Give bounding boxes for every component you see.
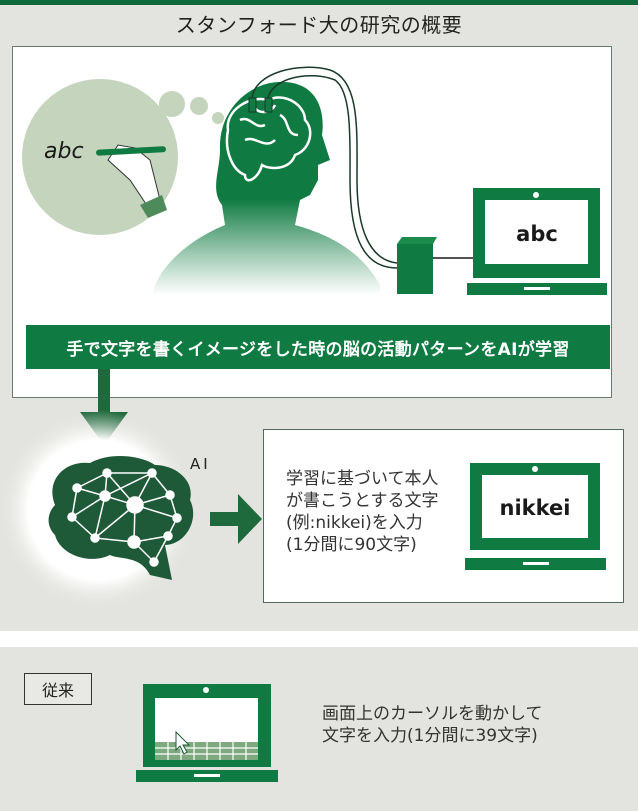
conventional-description: 画面上のカーソルを動かして 文字を入力(1分間に39文字) [322,704,543,746]
learning-banner: 手で文字を書くイメージをした時の脳の活動パターンをAIが学習 [26,325,610,369]
top-accent-bar [0,0,638,5]
ai-neural-brain-icon [48,456,194,580]
signal-processor-box-icon [397,237,474,294]
head-silhouette-icon [152,81,380,295]
ai-output-description: 学習に基づいて本人 が書こうとする文字 (例:nikkei)を入力 (1分間に9… [286,469,439,555]
page-title: スタンフォード大の研究の概要 [175,13,463,37]
thought-bubble-icon [22,79,224,235]
ai-label: AI [190,455,211,473]
writing-hand-icon [96,144,167,218]
electrode-cable-icon [248,66,398,269]
thought-text: abc [44,139,84,164]
conventional-badge: 従来 [24,673,92,705]
conventional-section-background [0,647,638,811]
laptop-abc-icon [467,188,607,295]
ai-output-panel: 学習に基づいて本人 が書こうとする文字 (例:nikkei)を入力 (1分間に9… [263,429,624,603]
section-divider [0,631,638,647]
laptop-screen-abc: abc [516,222,558,246]
right-arrow-icon [210,494,262,544]
